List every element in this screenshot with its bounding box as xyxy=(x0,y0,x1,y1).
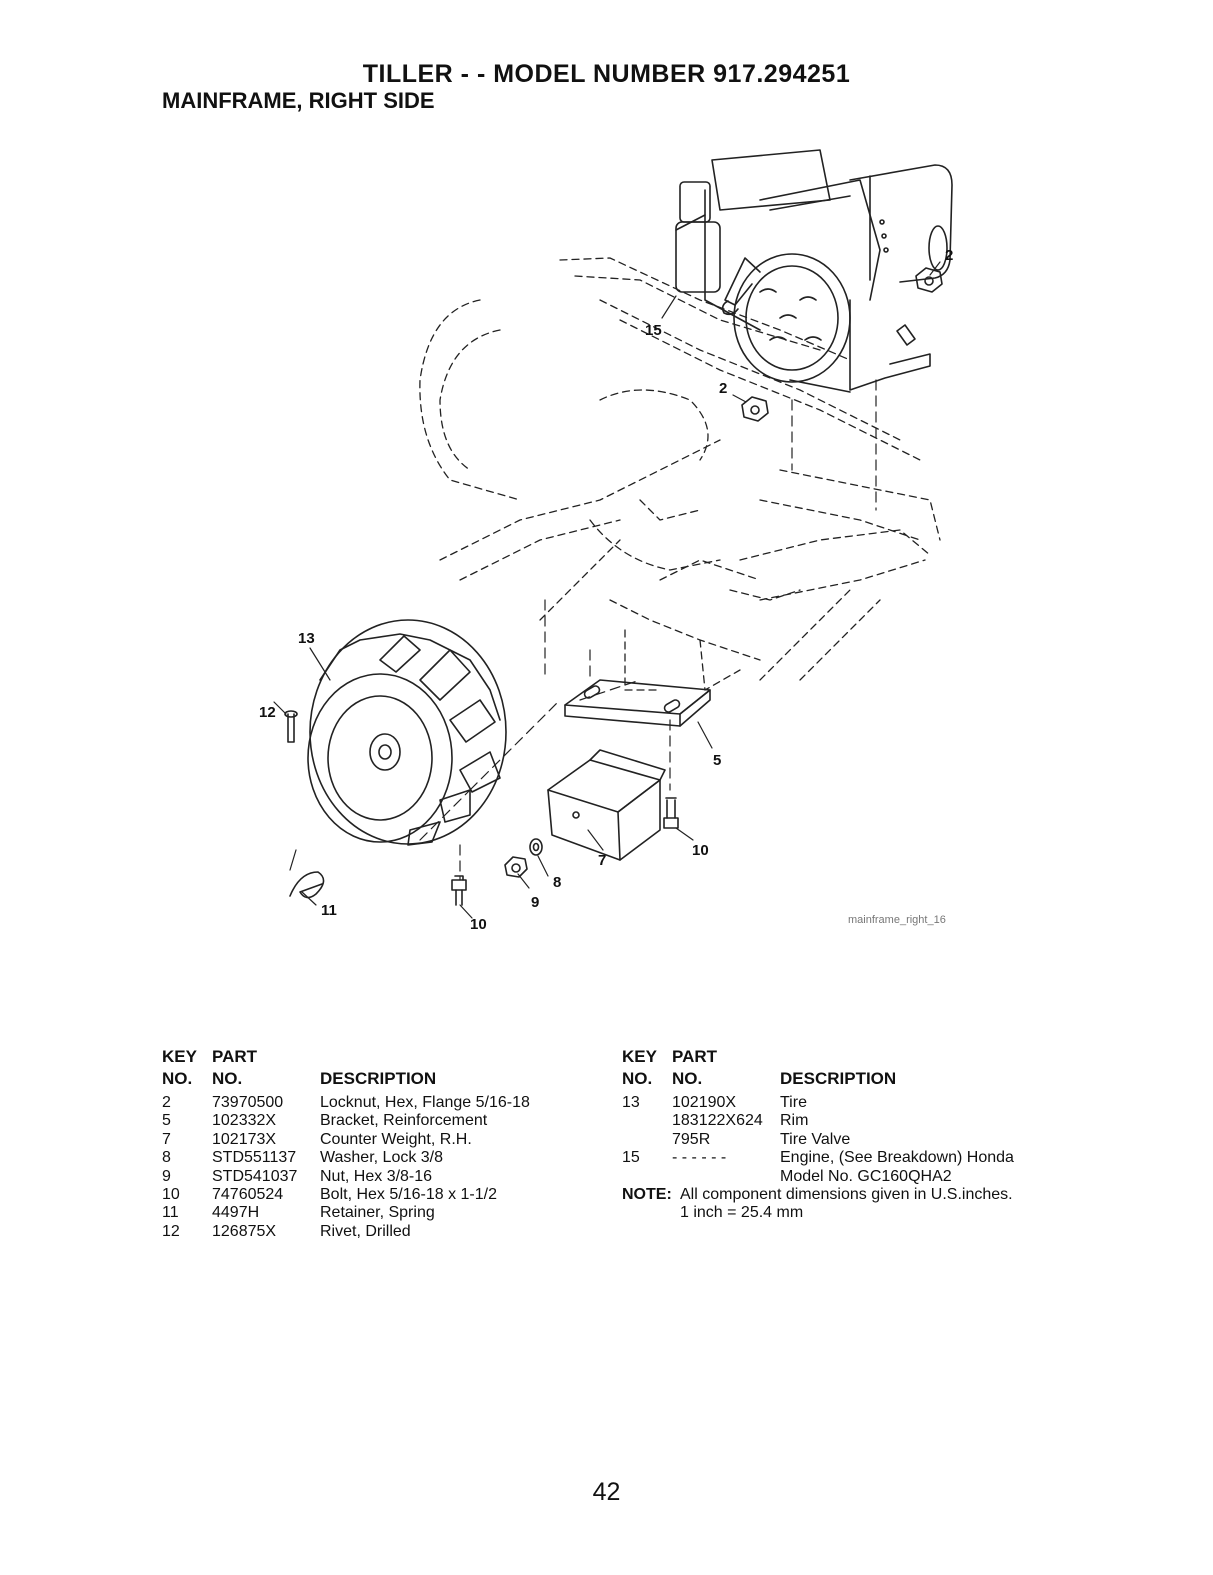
part-no: 183122X624 xyxy=(672,1112,763,1130)
part-no: 4497H xyxy=(212,1204,260,1222)
table-row: 9 STD541037 Nut, Hex 3/8-16 xyxy=(162,1168,602,1186)
callout-9: 9 xyxy=(531,894,540,911)
note-label: NOTE: xyxy=(622,1185,672,1203)
part-description: Washer, Lock 3/8 xyxy=(320,1149,444,1167)
header-description: DESCRIPTION xyxy=(780,1069,897,1088)
header-no: NO. xyxy=(162,1069,193,1088)
page-number: 42 xyxy=(592,1478,621,1506)
mainframe-phantom xyxy=(419,257,941,691)
tire-wheel xyxy=(307,619,507,846)
key-no: 5 xyxy=(162,1112,171,1130)
callout-13: 13 xyxy=(298,630,315,647)
part-description: Model No. GC160QHA2 xyxy=(780,1167,952,1185)
parts-table-left: KEY PART NO. NO. DESCRIPTION 2 73970500 … xyxy=(162,1046,602,1266)
table-row: 13 102190X Tire xyxy=(622,1094,1062,1112)
table-row: 12 126875X Rivet, Drilled xyxy=(162,1223,602,1241)
part-no: 795R xyxy=(672,1130,711,1148)
callout-15: 15 xyxy=(645,322,662,339)
part-description: Bracket, Reinforcement xyxy=(320,1112,488,1130)
part-description: Retainer, Spring xyxy=(320,1204,435,1222)
part-no: 73970500 xyxy=(212,1094,284,1111)
note-text: All component dimensions given in U.S.in… xyxy=(680,1185,1013,1203)
part-description: Engine, (See Breakdown) Honda xyxy=(780,1149,1014,1167)
section-subtitle: MAINFRAME, RIGHT SIDE xyxy=(162,88,435,113)
key-no: 13 xyxy=(622,1094,640,1111)
header-key: KEY xyxy=(622,1047,657,1066)
part-no: 74760524 xyxy=(212,1185,284,1203)
leader-lines xyxy=(273,261,941,919)
part-no: 102332X xyxy=(212,1112,277,1130)
part-no: 102173X xyxy=(212,1130,277,1148)
key-no: 11 xyxy=(162,1204,179,1222)
callout-10-right: 10 xyxy=(692,842,709,859)
callout-5: 5 xyxy=(713,752,722,769)
key-no: 10 xyxy=(162,1185,180,1203)
table-header-row-1: KEY PART xyxy=(622,1046,1062,1068)
note-conversion: 1 inch = 25.4 mm xyxy=(680,1204,804,1222)
table-header-row-2: NO. NO. DESCRIPTION xyxy=(622,1068,1062,1090)
callout-8: 8 xyxy=(553,874,562,891)
callout-2-center: 2 xyxy=(719,380,728,397)
part-no: STD551137 xyxy=(212,1149,297,1167)
key-no: 15 xyxy=(622,1149,640,1167)
key-no: 7 xyxy=(162,1130,171,1148)
callout-10-left: 10 xyxy=(470,916,487,933)
retainer-spring xyxy=(289,871,325,899)
table-row: 2 73970500 Locknut, Hex, Flange 5/16-18 xyxy=(162,1094,602,1112)
bracket-reinforcement xyxy=(564,679,711,727)
counter-weight xyxy=(547,749,666,861)
part-description: Tire xyxy=(780,1094,807,1111)
parts-table-right: KEY PART NO. NO. DESCRIPTION 13 102190X … xyxy=(622,1046,1062,1246)
part-description: Locknut, Hex, Flange 5/16-18 xyxy=(320,1094,530,1111)
part-description: Counter Weight, R.H. xyxy=(320,1130,472,1148)
table-row: 7 102173X Counter Weight, R.H. xyxy=(162,1131,602,1149)
image-reference-id: mainframe_right_16 xyxy=(848,914,946,926)
part-description: Bolt, Hex 5/16-18 x 1-1/2 xyxy=(320,1185,497,1203)
table-row: 795R Tire Valve xyxy=(622,1131,1062,1149)
nut-and-washer xyxy=(504,838,543,878)
callout-7: 7 xyxy=(598,852,607,869)
callout-12: 12 xyxy=(259,704,276,721)
table-row: 11 4497H Retainer, Spring xyxy=(162,1204,602,1222)
engine-locknuts xyxy=(741,267,943,422)
table-row: 5 102332X Bracket, Reinforcement xyxy=(162,1112,602,1130)
part-description: Tire Valve xyxy=(780,1130,851,1148)
table-row: Model No. GC160QHA2 xyxy=(622,1168,1062,1186)
key-no: 2 xyxy=(162,1094,171,1111)
part-no: STD541037 xyxy=(212,1167,298,1185)
rivet-drilled xyxy=(284,710,298,743)
table-row: 183122X624 Rim xyxy=(622,1112,1062,1130)
header-part: PART xyxy=(212,1047,258,1066)
table-header-row-2: NO. NO. DESCRIPTION xyxy=(162,1068,602,1090)
callout-2-right: 2 xyxy=(945,247,954,264)
key-no: 12 xyxy=(162,1222,180,1240)
key-no: 9 xyxy=(162,1167,171,1185)
table-header-row-1: KEY PART xyxy=(162,1046,602,1068)
hex-bolts xyxy=(451,797,679,906)
note: NOTE: All component dimensions given in … xyxy=(622,1186,1062,1204)
part-description: Rim xyxy=(780,1112,809,1130)
part-no: 102190X xyxy=(672,1094,737,1111)
part-description: Nut, Hex 3/8-16 xyxy=(320,1167,433,1185)
header-description: DESCRIPTION xyxy=(320,1069,437,1088)
header-part-no: NO. xyxy=(672,1069,703,1088)
part-no: 126875X xyxy=(212,1222,277,1240)
header-key: KEY xyxy=(162,1047,197,1066)
exploded-parts-diagram xyxy=(273,149,953,919)
header-part: PART xyxy=(672,1047,718,1066)
header-part-no: NO. xyxy=(212,1069,243,1088)
part-description: Rivet, Drilled xyxy=(320,1222,411,1240)
engine-illustration xyxy=(675,149,953,393)
header-no: NO. xyxy=(622,1069,653,1088)
page-title: TILLER - - MODEL NUMBER 917.294251 xyxy=(362,60,851,88)
table-row: 15 - - - - - - Engine, (See Breakdown) H… xyxy=(622,1149,1062,1167)
table-row: 8 STD551137 Washer, Lock 3/8 xyxy=(162,1149,602,1167)
key-no: 8 xyxy=(162,1149,171,1167)
callout-11: 11 xyxy=(321,902,337,919)
part-no: - - - - - - xyxy=(672,1149,727,1167)
table-row: 10 74760524 Bolt, Hex 5/16-18 x 1-1/2 xyxy=(162,1186,602,1204)
